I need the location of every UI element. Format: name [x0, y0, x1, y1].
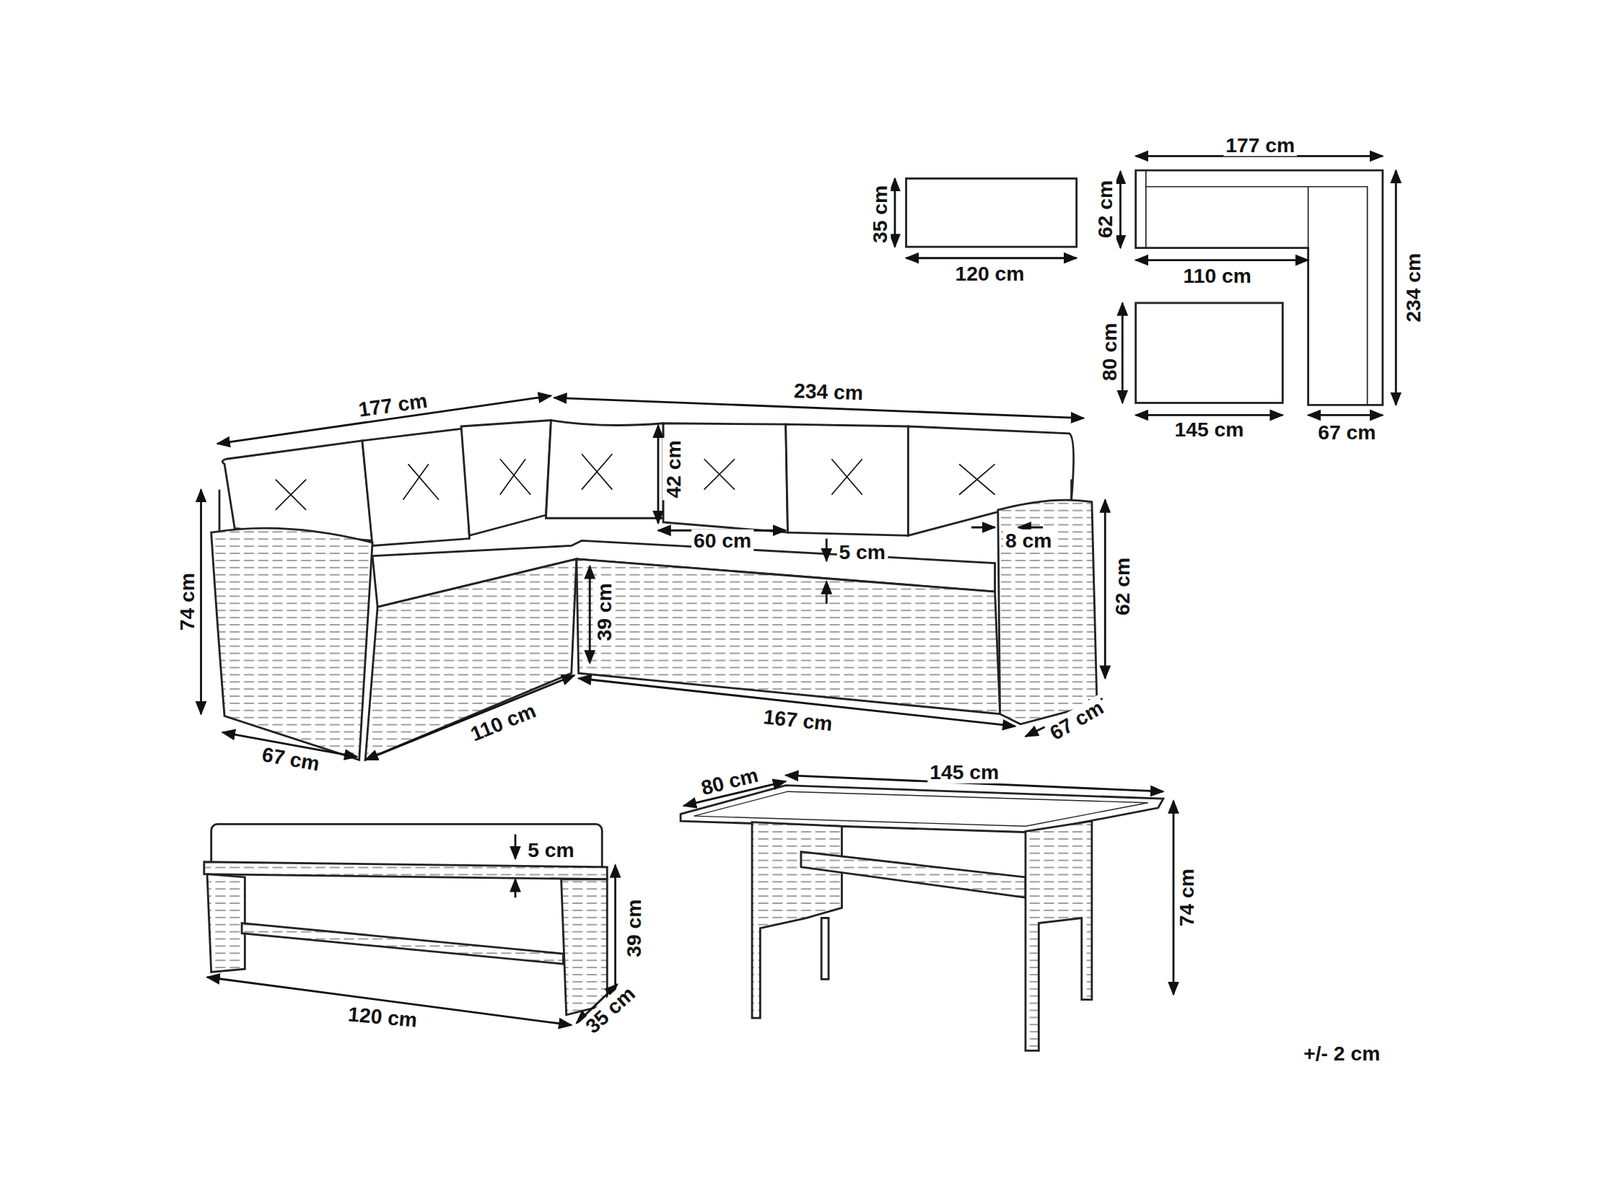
dimension-label: 145 cm — [1172, 418, 1247, 441]
dimension-label: 5 cm — [525, 838, 576, 861]
dimension-label: 234 cm — [1402, 251, 1425, 325]
dimension-label: 167 cm — [760, 705, 836, 736]
dimension-label: 39 cm — [622, 897, 645, 960]
dimension-label: 74 cm — [175, 570, 198, 633]
dimension-label: 8 cm — [1003, 529, 1054, 553]
dimension-label: 42 cm — [662, 438, 685, 501]
dimension-label: 62 cm — [1111, 555, 1134, 618]
dimension-label: 39 cm — [592, 580, 615, 644]
dimension-label: 110 cm — [1181, 264, 1254, 287]
dimension-label: 120 cm — [344, 1003, 421, 1033]
dimension-label: 67 cm — [1315, 421, 1378, 444]
dimension-label: 177 cm — [1223, 133, 1297, 156]
dimension-label: 5 cm — [837, 540, 888, 563]
dimension-label: 74 cm — [1175, 866, 1199, 929]
dimension-label: 60 cm — [691, 529, 754, 553]
dimension-label: 35 cm — [868, 183, 891, 246]
dimension-label: 177 cm — [355, 388, 431, 422]
dimension-label: 234 cm — [791, 379, 867, 405]
dimension-label: 62 cm — [1094, 178, 1117, 241]
dimension-label: 120 cm — [953, 261, 1027, 285]
dimension-label: 67 cm — [258, 742, 324, 776]
dimension-label: 145 cm — [927, 761, 1001, 784]
dimension-label: 80 cm — [1097, 321, 1121, 384]
dimension-label: +/- 2 cm — [1301, 1042, 1383, 1066]
